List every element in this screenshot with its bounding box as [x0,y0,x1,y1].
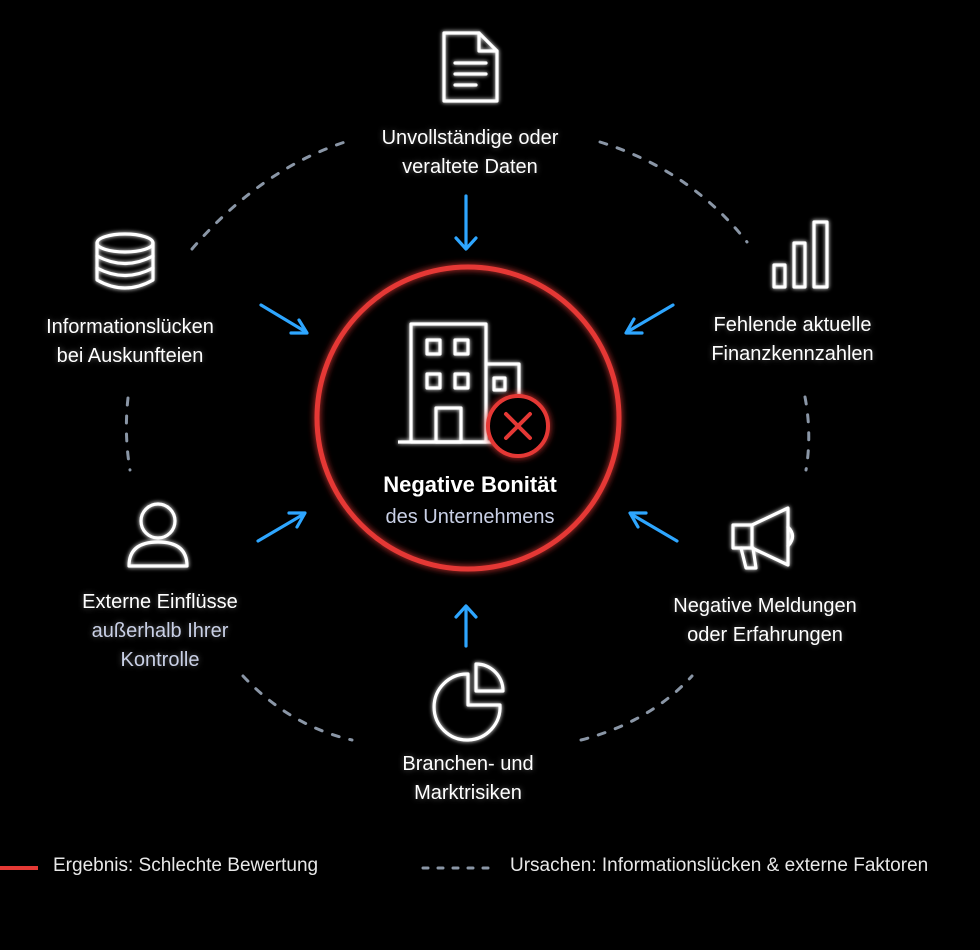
cause-lower-right-line2: oder Erfahrungen [687,624,843,646]
cause-upper-left-line2: bei Auskunfteien [56,345,204,367]
dashed-arc-right [803,395,811,472]
cause-upper-left-label: Informationslücken bei Auskunfteien [10,313,250,371]
document-icon [442,31,499,103]
megaphone-icon [731,506,795,570]
cause-upper-right-label: Fehlende aktuelle Finanzkennzahlen [680,311,905,369]
arrow-upper-right [624,303,675,335]
building-icon [398,322,521,444]
arrow-lower-left [256,511,307,543]
cause-upper-right-line1: Fehlende aktuelle [713,314,872,336]
cause-upper-left-line1: Informationslücken [46,316,214,338]
cause-arrows [256,194,679,648]
pie-chart-icon [432,662,505,742]
center-title: Negative Bonität [383,472,557,497]
user-icon [127,502,189,568]
cause-top-line1: Unvollständige oder [381,127,559,149]
arrow-top [454,194,478,251]
dashed-cause-ring [124,140,811,742]
cause-top-line2: veraltete Daten [402,156,538,178]
cause-lower-left-line1: Externe Einflüsse [82,591,238,613]
center-subtitle: des Unternehmens [385,506,555,528]
dashed-arc-bottom-right [579,674,694,742]
bar-chart-icon [772,220,829,289]
database-icon [95,232,155,290]
dashed-arc-bottom-left [241,674,354,742]
dashed-arc-top-left [190,140,347,251]
arrow-bottom [454,604,478,648]
dashed-arc-left [124,396,132,472]
cause-lower-right-label: Negative Meldungen oder Erfahrungen [640,592,890,650]
result-ring [314,264,622,572]
cause-bottom-line2: Marktrisiken [414,782,522,804]
cause-lower-right-line1: Negative Meldungen [673,595,857,617]
arrow-upper-left [259,303,309,335]
cause-lower-left-line2: außerhalb Ihrer [91,620,229,642]
cause-bottom-line1: Branchen- und [402,753,534,775]
legend-causes-label: Ursachen: Informationslücken & externe F… [510,855,929,876]
cause-top-label: Unvollständige oder veraltete Daten [340,124,600,182]
arrow-lower-right [628,511,679,543]
legend-result-label: Ergebnis: Schlechte Bewertung [53,855,319,876]
cause-lower-left-line3: Kontrolle [120,649,200,671]
cause-lower-left-label: Externe Einflüsse außerhalb Ihrer Kontro… [45,588,275,675]
cause-upper-right-line2: Finanzkennzahlen [711,343,874,365]
error-x-icon [486,394,550,458]
dashed-arc-top-right [598,140,749,244]
cause-bottom-label: Branchen- und Marktrisiken [355,750,581,808]
